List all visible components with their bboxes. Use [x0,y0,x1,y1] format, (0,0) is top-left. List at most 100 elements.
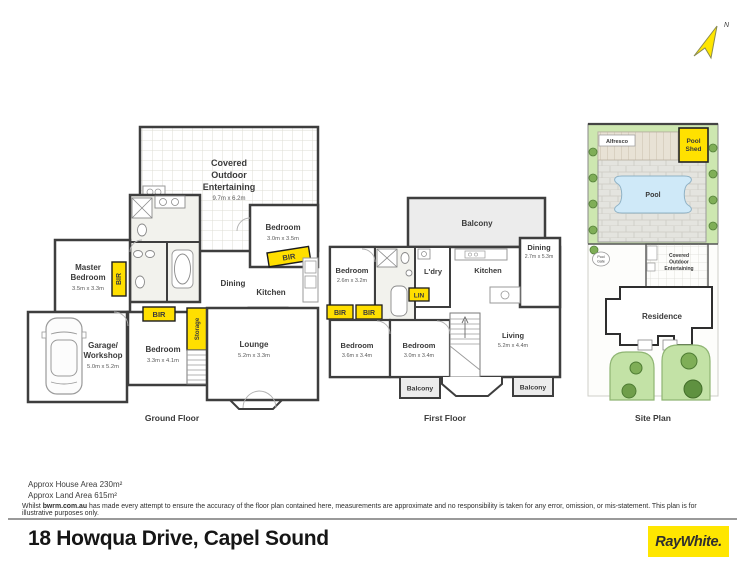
room-kitchen-first: Kitchen [454,248,521,304]
caption-site-plan: Site Plan [635,413,671,423]
svg-text:Bedroom: Bedroom [403,341,436,350]
door-arc [236,217,251,232]
room-dining-label: Dining [221,279,246,288]
svg-text:Balcony: Balcony [461,219,493,228]
door-arc [129,239,143,253]
svg-text:L'dry: L'dry [424,267,443,276]
raywhite-logo-text: RayWhite. [655,533,722,550]
door-arc [113,311,129,327]
svg-text:Workshop: Workshop [84,351,123,360]
room-bedroom-bm: Bedroom 3.0m x 3.4m [388,318,452,379]
room-balcony-top: Balcony [406,196,547,249]
caption-ground-floor: Ground Floor [144,413,200,423]
svg-text:5.0m x 5.2m: 5.0m x 5.2m [87,364,119,370]
land-area-text: Approx Land Area 615m² [28,490,117,500]
room-lounge: Lounge 5.2m x 3.3m [205,306,320,402]
house-area-text: Approx House Area 230m² [28,480,123,489]
entry-doors [229,390,283,410]
svg-text:Covered: Covered [669,253,689,259]
garden-bed-right [661,344,711,401]
disclaimer-brand: bwrm.com.au [42,503,88,510]
bay-window [441,377,503,397]
room-balcony-bl: Balcony [399,376,441,399]
svg-text:5.2m x 3.3m: 5.2m x 3.3m [238,353,270,359]
raywhite-logo: RayWhite. [648,526,729,557]
svg-text:Garage/: Garage/ [88,341,119,350]
first-floor-plan: Balcony Dining 2.7m x 5.3m Bedroom 2.6m … [326,196,562,399]
svg-text:Entertaining: Entertaining [203,182,256,192]
svg-text:BIR: BIR [153,310,167,319]
svg-text:3.0m x 3.4m: 3.0m x 3.4m [404,353,435,359]
bush-icon [683,379,703,399]
svg-text:BIR: BIR [334,310,346,317]
svg-text:Living: Living [502,331,525,340]
bir-label-bedroom1: BIR [266,245,312,268]
stairs-first [449,312,481,378]
svg-text:Bedroom: Bedroom [70,273,105,282]
svg-text:3.6m x 3.4m: 3.6m x 3.4m [342,353,373,359]
bir-label-master: BIR [111,261,127,297]
disclaimer-text: Whilst bwrm.com.au has made every attemp… [22,503,728,517]
car-icon [41,317,87,395]
north-arrow-shape [693,25,718,60]
svg-text:2.6m x 3.2m: 2.6m x 3.2m [337,278,368,284]
lin-label: LIN [408,287,430,302]
svg-text:2.7m x 5.3m: 2.7m x 5.3m [525,254,554,260]
alfresco-label: Alfresco [598,134,636,147]
step [637,339,653,351]
disclaimer-rest: has made every attempt to ensure the acc… [22,503,697,517]
svg-text:Kitchen: Kitchen [474,266,502,275]
svg-text:3.3m x 4.1m: 3.3m x 4.1m [147,358,179,364]
pool-zone: Alfresco Pool Shed Pool [587,122,719,245]
svg-text:Outdoor: Outdoor [211,170,247,180]
svg-text:BIR: BIR [363,310,375,317]
north-arrow-icon: N [693,22,730,60]
svg-text:LIN: LIN [414,293,425,300]
garden-bed-left [609,351,655,401]
room-garage: Garage/ Workshop 5.0m x 5.2m [26,310,129,404]
svg-text:9.7m x 6.2m: 9.7m x 6.2m [212,196,245,202]
svg-text:Dining: Dining [527,243,551,252]
north-label: N [724,22,730,29]
site-covered-outdoor: Covered Outdoor Entertaining [645,243,709,289]
svg-text:Kitchen: Kitchen [256,288,285,297]
door-arc [436,320,451,335]
svg-text:Shed: Shed [686,146,702,153]
site-plan: Alfresco Pool Shed Pool Pool Gate Covere… [587,122,719,401]
svg-text:3.0m x 3.5m: 3.0m x 3.5m [267,236,299,242]
bush-icon [589,245,599,255]
svg-text:Bedroom: Bedroom [336,266,369,275]
svg-text:Balcony: Balcony [520,385,547,392]
disclaimer-prefix: Whilst [22,503,43,510]
room-living: Living 5.2m x 4.4m [498,331,529,349]
svg-text:Lounge: Lounge [240,340,269,349]
garden-bushes [588,143,718,235]
pool-gate-label: Pool Gate [592,251,610,267]
bir-label-b: BIR [355,304,383,320]
svg-text:BIR: BIR [116,273,123,285]
svg-text:Pool: Pool [645,192,660,199]
svg-text:Outdoor: Outdoor [669,260,689,266]
bir-label-bedroom2: BIR [142,306,176,322]
svg-text:Covered: Covered [211,158,247,168]
room-dining-first: Dining 2.7m x 5.3m [518,236,562,309]
area-summary: Approx House Area 230m² Approx Land Area… [28,480,122,501]
svg-text:Bedroom: Bedroom [145,345,180,354]
svg-text:Entertaining: Entertaining [664,266,693,272]
svg-text:Residence: Residence [642,312,683,321]
caption-first-floor: First Floor [423,413,467,423]
pool: Pool [614,175,692,214]
room-balcony-br: Balcony [512,376,554,397]
bush-icon [621,383,637,399]
room-bathroom-laundry [128,193,202,304]
svg-text:3.5m x 3.3m: 3.5m x 3.3m [72,286,104,292]
door-arc [376,320,391,335]
svg-text:Bedroom: Bedroom [265,223,300,232]
pool-shed-label: Pool Shed [678,127,709,163]
svg-text:Pool: Pool [686,138,700,145]
svg-text:Alfresco: Alfresco [606,139,629,145]
svg-text:Master: Master [75,263,101,272]
svg-text:5.2m x 4.4m: 5.2m x 4.4m [498,343,529,349]
door-arc [361,248,376,263]
svg-text:Gate: Gate [597,260,605,264]
